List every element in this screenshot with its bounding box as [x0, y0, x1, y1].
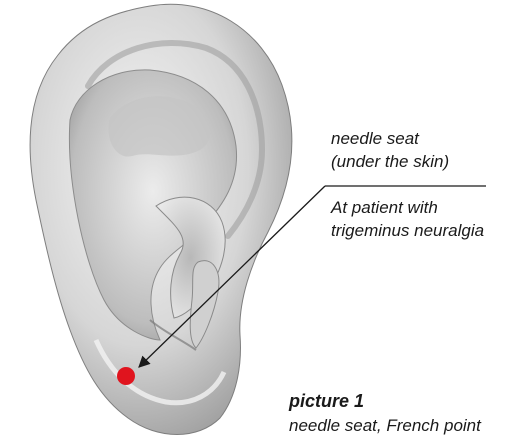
condition-label: trigeminus neuralgia [331, 222, 484, 241]
under-skin-label: (under the skin) [331, 153, 449, 172]
caption-title: picture 1 [289, 392, 364, 412]
needle-seat-marker [117, 367, 135, 385]
patient-label: At patient with [331, 199, 438, 218]
needle-seat-label: needle seat [331, 130, 419, 149]
caption-text: needle seat, French point [289, 417, 481, 436]
